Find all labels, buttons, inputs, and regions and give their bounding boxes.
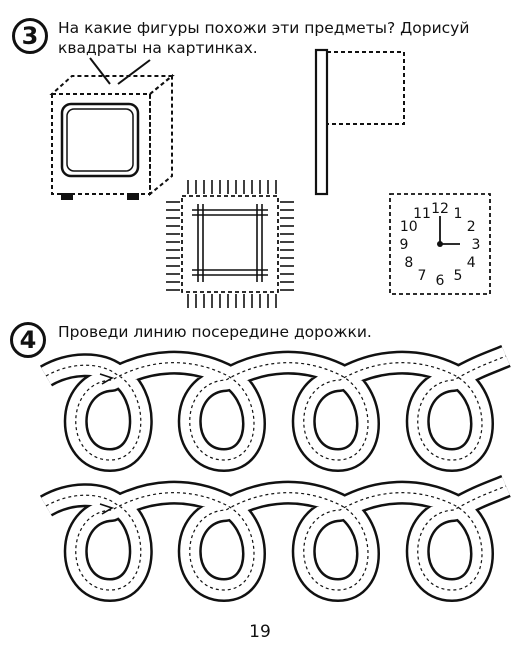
clock-number: 10 <box>400 219 418 235</box>
task-4-number-badge: 4 <box>10 322 46 358</box>
clock-number: 5 <box>454 268 463 284</box>
flag-picture[interactable] <box>314 48 405 196</box>
page-number: 19 <box>249 622 271 642</box>
clock-number: 9 <box>400 237 409 253</box>
clock-number: 7 <box>418 268 427 284</box>
task-3-instruction-line-1: На какие фигуры похожи эти предметы? Дор… <box>58 19 470 37</box>
task-3-instruction: На какие фигуры похожи эти предметы? Дор… <box>58 18 469 58</box>
task-3-number-badge: 3 <box>12 18 48 54</box>
direction-arrow-icon <box>99 503 114 515</box>
clock-number: 2 <box>467 219 476 235</box>
path-row-1-dashed-guide <box>45 355 507 461</box>
task-3-instruction-line-2: квадраты на картинках. <box>58 39 258 57</box>
loop-paths[interactable] <box>39 344 511 602</box>
clock-number: 11 <box>413 206 431 222</box>
clock-number: 4 <box>467 255 476 271</box>
clock-number: 8 <box>404 255 413 271</box>
task-4-instruction: Проведи линию посередине дорожки. <box>58 323 372 341</box>
clock-number: 1 <box>454 206 463 222</box>
clock-number: 12 <box>431 201 449 217</box>
path-row-2-dashed-guide <box>45 485 507 591</box>
clock-number: 3 <box>472 237 481 253</box>
napkin-picture[interactable] <box>166 180 294 308</box>
direction-arrow-icon <box>99 373 114 385</box>
clock-number: 6 <box>436 273 445 289</box>
tv-picture[interactable] <box>49 57 175 200</box>
